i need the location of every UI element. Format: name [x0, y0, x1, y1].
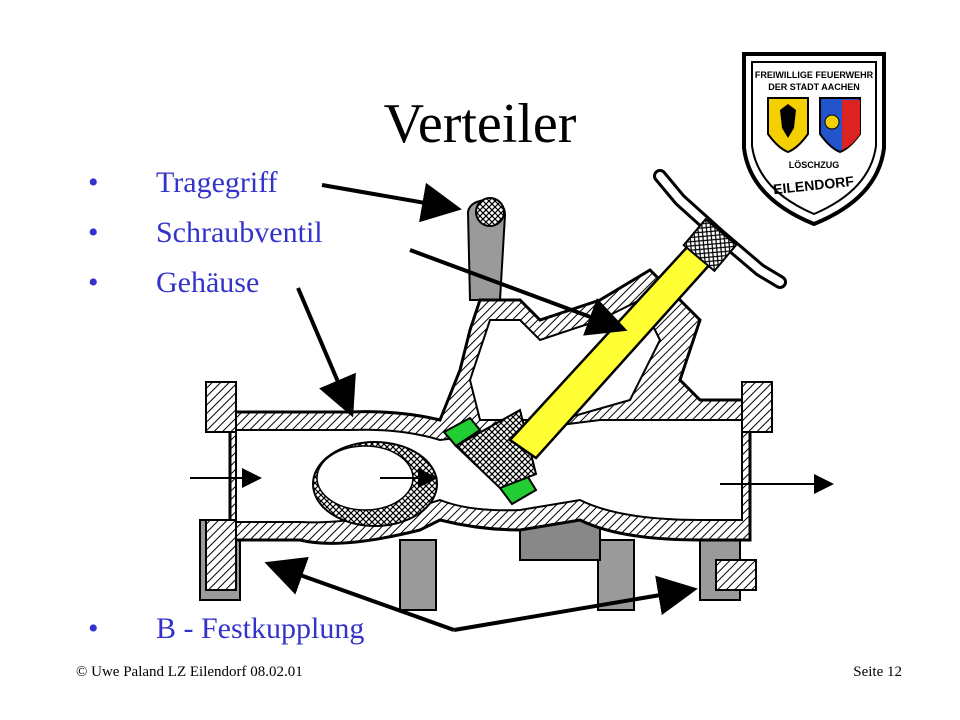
footer-page-number: Seite 12 [853, 664, 902, 680]
footer-copyright: © Uwe Paland LZ Eilendorf 08.02.01 [76, 664, 303, 680]
eagle-shield [767, 97, 809, 154]
handwheel [653, 169, 787, 289]
bullet-label: Tragegriff [156, 166, 278, 199]
pointer-lines [264, 182, 698, 632]
fire-department-logo: FREIWILLIGE FEUERWEHR DER STADT AACHEN L… [738, 48, 890, 230]
bullet-dot: • [88, 612, 99, 645]
bullet-label: Gehäuse [156, 266, 260, 299]
fire-shield [819, 97, 861, 154]
valve-seal [442, 408, 538, 506]
bullet-schraubventil: • Schraubventil [88, 216, 323, 250]
bullet-tragegriff: • Tragegriff [88, 166, 278, 200]
logo-line-2: DER STADT AACHEN [768, 82, 860, 92]
logo-line-3: LÖSCHZUG [789, 160, 840, 170]
bullet-label: Schraubventil [156, 216, 323, 249]
carrying-handle [475, 197, 505, 227]
bullet-dot: • [88, 266, 99, 299]
logo-line-1: FREIWILLIGE FEUERWEHR [755, 70, 874, 80]
slide-title: Verteiler [383, 93, 577, 155]
bullet-dot: • [88, 216, 99, 249]
bullet-label: B - Festkupplung [156, 612, 365, 645]
bullet-dot: • [88, 166, 99, 199]
bullet-b-festkupplung: • B - Festkupplung [88, 612, 364, 646]
bullet-gehaeuse: • Gehäuse [88, 266, 259, 300]
